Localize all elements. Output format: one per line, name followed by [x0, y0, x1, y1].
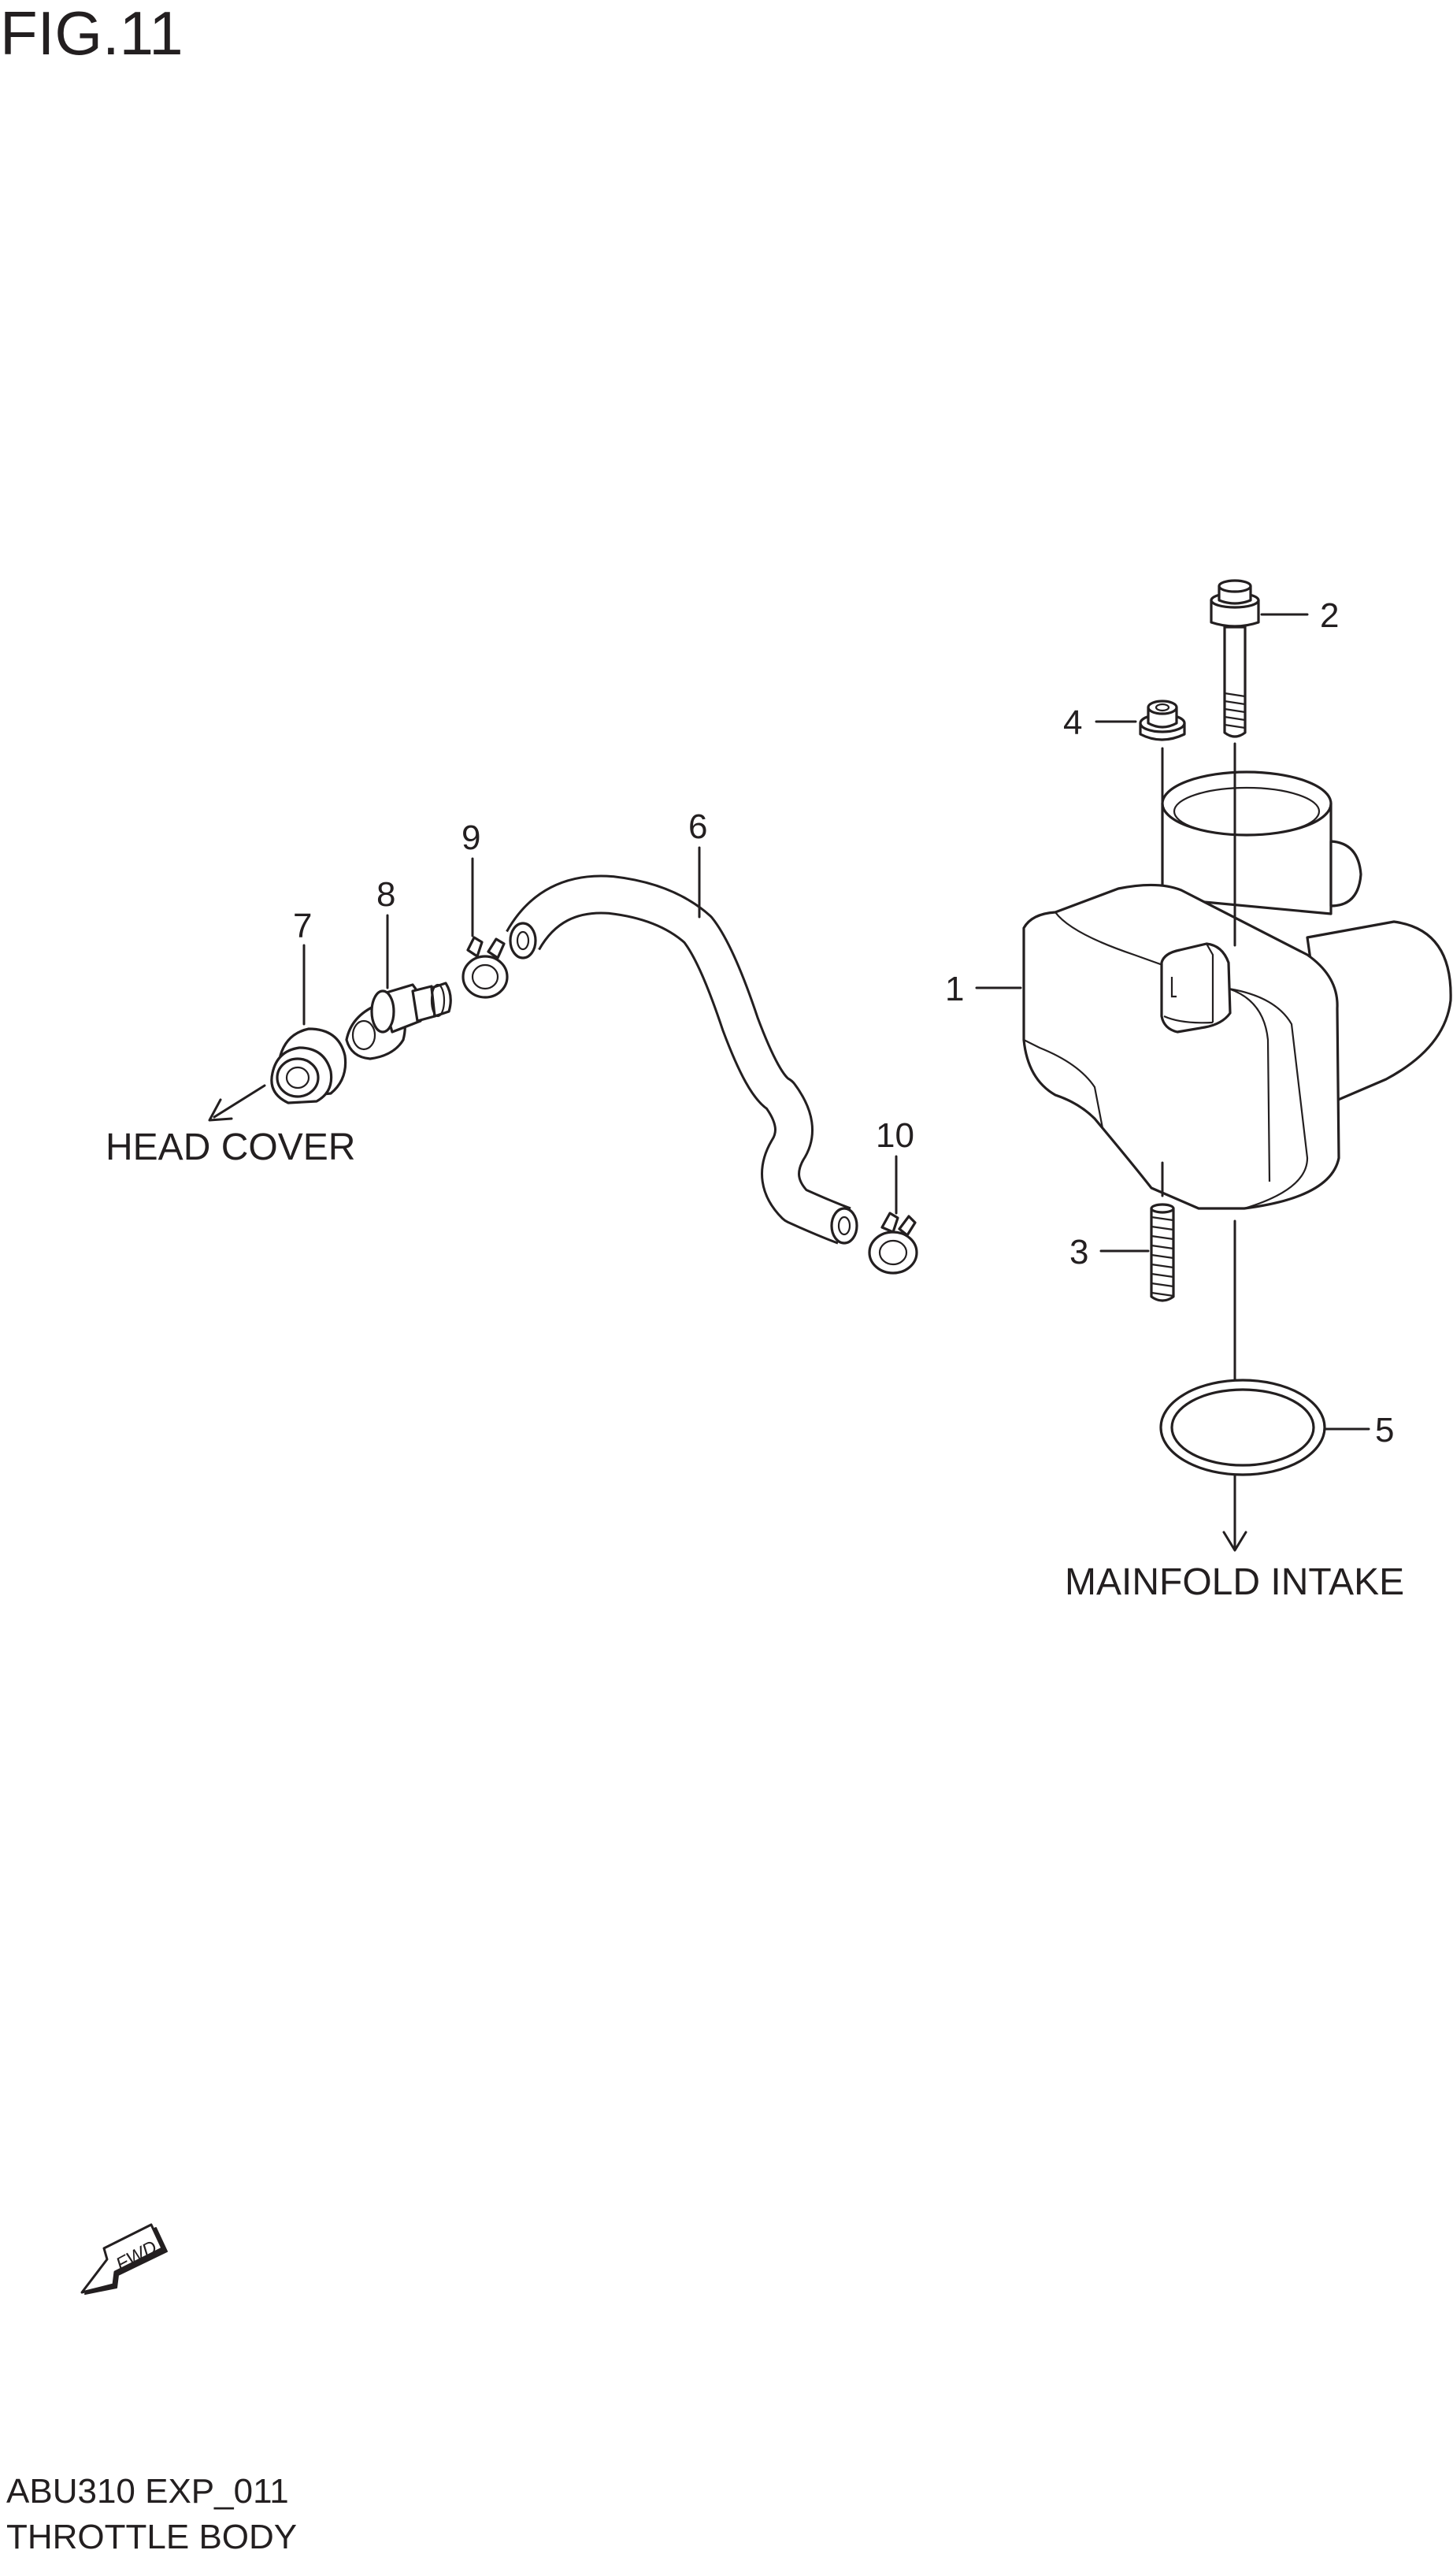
head-cover-label: HEAD COVER [106, 1127, 355, 1168]
part-9-clamp[interactable] [461, 936, 509, 999]
part-7-grommet[interactable] [270, 1027, 347, 1104]
callout-4: 4 [1063, 703, 1082, 742]
diagram-code: ABU310 EXP_011 [6, 2472, 289, 2511]
callout-6: 6 [688, 807, 707, 846]
figure-title: FIG.11 [0, 0, 183, 68]
callout-7: 7 [293, 907, 312, 945]
part-5-o-ring[interactable] [1159, 1379, 1326, 1476]
part-2-bolt[interactable] [1210, 579, 1260, 738]
diagram-name: THROTTLE BODY [6, 2518, 298, 2556]
callout-1: 1 [945, 970, 964, 1008]
part-6-hose[interactable] [506, 874, 858, 1245]
callout-8: 8 [376, 875, 395, 914]
part-10-clamp[interactable] [868, 1212, 918, 1275]
callout-2: 2 [1320, 596, 1339, 635]
arrow-head [208, 1098, 233, 1122]
fwd-arrow-icon: FWD [80, 2223, 168, 2295]
callout-3: 3 [1069, 1233, 1088, 1271]
part-8-pcv-valve[interactable] [345, 982, 452, 1060]
manifold-intake-label: MAINFOLD INTAKE [1065, 1561, 1404, 1603]
part-3-stud[interactable] [1150, 1203, 1175, 1302]
part-4-nut[interactable] [1139, 700, 1186, 741]
arrow-head [1222, 1531, 1247, 1552]
part-1-throttle-body[interactable] [1022, 770, 1452, 1210]
callout-10: 10 [876, 1116, 914, 1155]
callout-5: 5 [1375, 1411, 1394, 1449]
direction-line [213, 1084, 266, 1119]
callout-9: 9 [461, 818, 480, 857]
